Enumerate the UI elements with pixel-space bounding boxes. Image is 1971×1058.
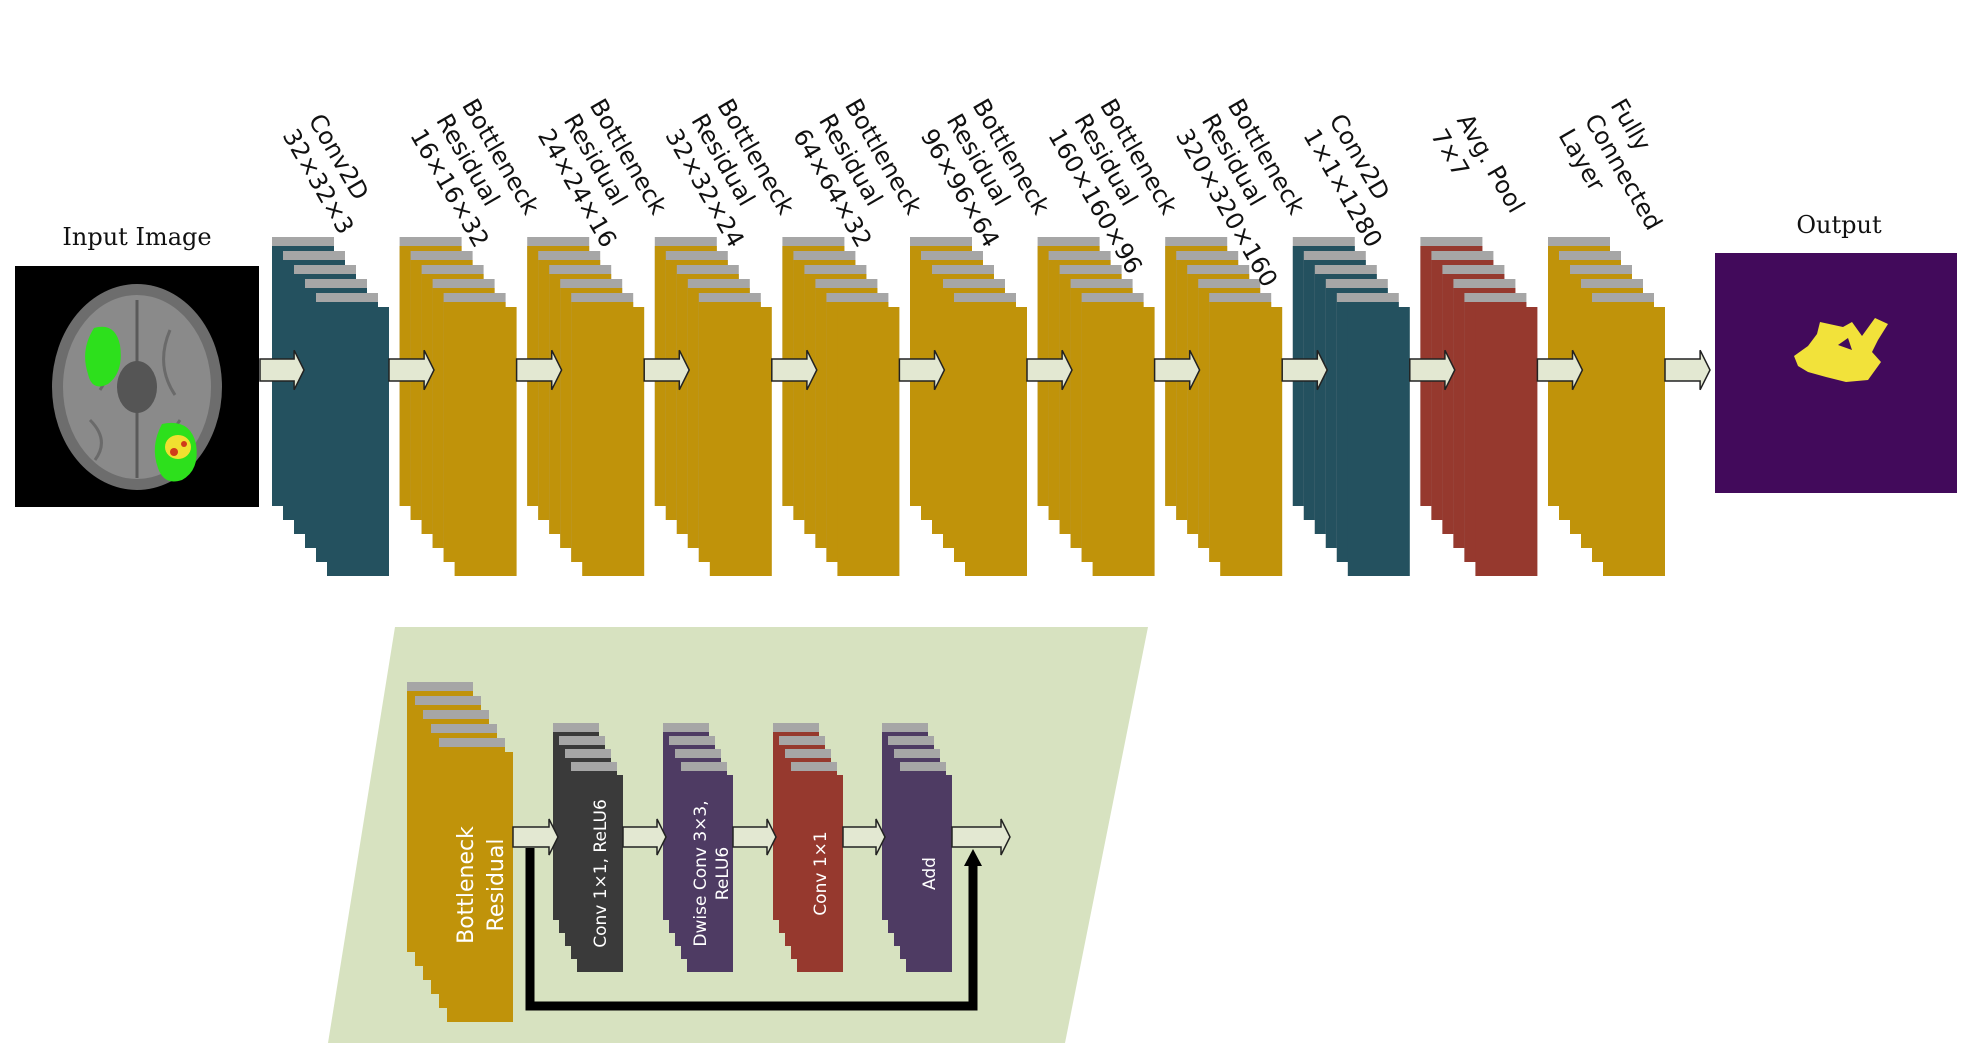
detail-arrow-2 bbox=[622, 818, 667, 856]
detail-bottleneck-block bbox=[407, 682, 513, 1022]
layer-stack-7 bbox=[1037, 237, 1155, 576]
output-section: Output bbox=[1715, 211, 1957, 493]
detail-arrow-5 bbox=[951, 818, 1011, 856]
layer-stack-5 bbox=[782, 237, 900, 576]
layer-stack-4 bbox=[654, 237, 772, 576]
layer-stack-11 bbox=[1548, 237, 1665, 576]
layer-stack-1 bbox=[272, 237, 389, 576]
output-segmentation-mask bbox=[1715, 253, 1957, 493]
arrow-layer-2-to-3 bbox=[515, 349, 563, 391]
arrow-layer-4-to-5 bbox=[771, 349, 818, 391]
detail-step-3 bbox=[773, 723, 843, 972]
arrow-input-to-layer-1 bbox=[259, 349, 305, 391]
skip-connection-line bbox=[525, 848, 978, 1011]
skip-connection-arrowhead bbox=[964, 849, 982, 866]
detail-step-2-label: Dwise Conv 3×3,ReLU6 bbox=[691, 800, 733, 946]
output-title: Output bbox=[1796, 211, 1882, 239]
arrow-layer-10-to-11 bbox=[1536, 349, 1584, 391]
arrow-layer-3-to-4 bbox=[643, 349, 691, 391]
input-image-title: Input Image bbox=[62, 223, 211, 251]
arrow-layer-1-to-2 bbox=[388, 349, 435, 391]
input-section: Input Image bbox=[15, 223, 259, 507]
detail-arrow-1 bbox=[512, 818, 559, 856]
detail-bottleneck-label-line2: Residual bbox=[484, 839, 509, 932]
detail-bottleneck-label-line1: Bottleneck bbox=[454, 826, 479, 944]
detail-arrow-3 bbox=[732, 818, 777, 856]
detail-step-2 bbox=[663, 723, 733, 972]
detail-step-4-label: Add bbox=[920, 857, 940, 890]
detail-step-1-label: Conv 1×1, ReLU6 bbox=[591, 799, 611, 948]
detail-step-1 bbox=[553, 723, 623, 972]
arrow-layer-11-to-output bbox=[1664, 349, 1711, 391]
detail-step-3-label: Conv 1×1 bbox=[811, 831, 831, 915]
arrow-layer-8-to-9 bbox=[1281, 349, 1329, 391]
detail-step-4 bbox=[882, 723, 952, 972]
arrow-layer-7-to-8 bbox=[1153, 349, 1201, 391]
arrow-layer-5-to-6 bbox=[898, 349, 946, 391]
detail-arrow-4 bbox=[842, 818, 886, 856]
layer-stack-10 bbox=[1420, 237, 1538, 576]
layer-stack-9 bbox=[1292, 237, 1410, 576]
arrow-layer-6-to-7 bbox=[1026, 349, 1073, 391]
layer-stack-6 bbox=[910, 237, 1027, 576]
input-mri-image bbox=[15, 266, 259, 507]
arrow-layer-9-to-10 bbox=[1409, 349, 1456, 391]
layer-stack-3 bbox=[527, 237, 645, 576]
layer-stack-2 bbox=[399, 237, 517, 576]
